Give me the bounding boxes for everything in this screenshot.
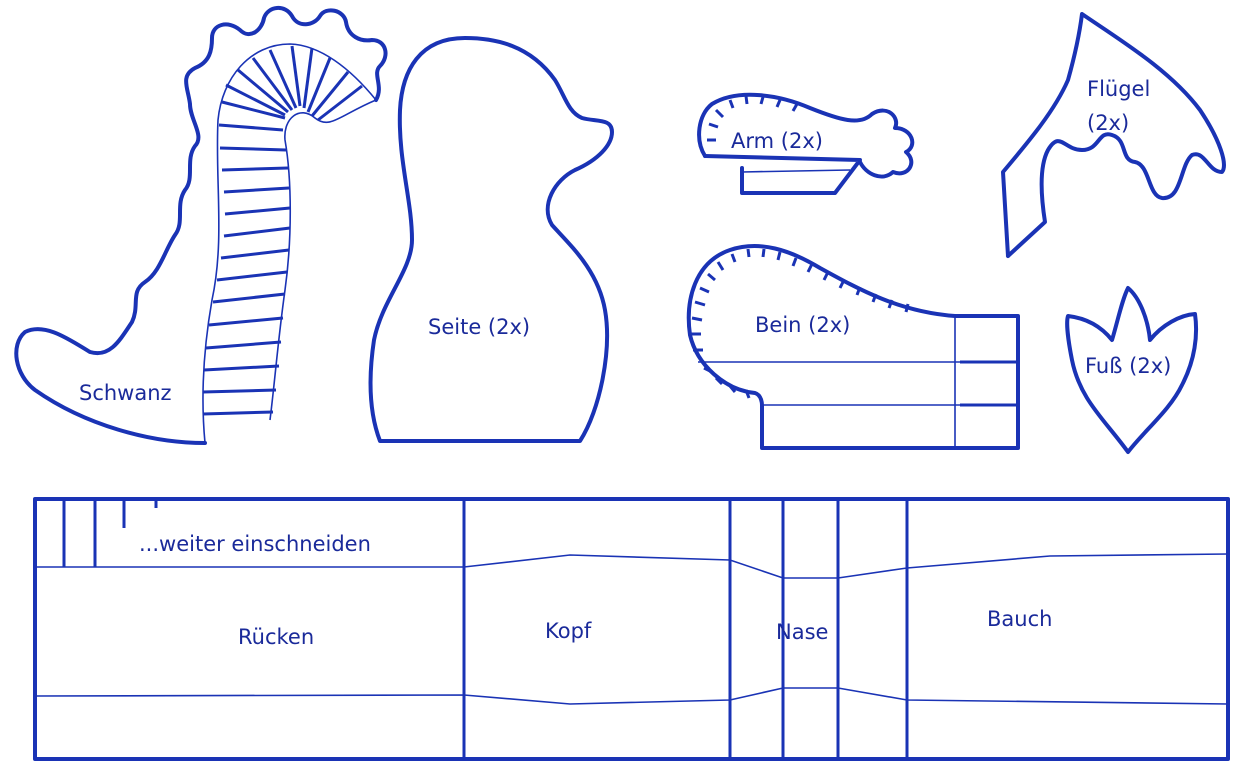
arm-stitch-marks — [707, 95, 799, 142]
cut-note-label: ...weiter einschneiden — [139, 532, 371, 556]
belly-label: Bauch — [987, 607, 1052, 631]
strip-upper-seam — [35, 553, 1229, 579]
strip-lower-seam — [34, 687, 1229, 705]
arm-outline — [697, 92, 915, 179]
body-strip-outline — [33, 497, 1230, 761]
leg-piece: Bein (2x) — [686, 244, 1020, 450]
wing-label-line2: (2x) — [1087, 111, 1129, 135]
tail-outline — [14, 6, 388, 445]
arm-piece: Arm (2x) — [697, 92, 915, 195]
back-label: Rücken — [238, 625, 314, 649]
arm-sleeve-outline — [703, 154, 862, 195]
leg-label: Bein (2x) — [755, 313, 850, 337]
nose-label: Nase — [776, 620, 828, 644]
wing-outline — [1001, 12, 1226, 258]
foot-outline — [1065, 286, 1199, 454]
wing-piece: Flügel (2x) — [1001, 12, 1226, 258]
leg-outline — [686, 244, 1020, 450]
tail-inner-edge — [202, 43, 377, 444]
head-label: Kopf — [545, 619, 592, 643]
side-label: Seite (2x) — [428, 315, 530, 339]
leg-stitch-marks — [691, 248, 910, 399]
foot-label: Fuß (2x) — [1085, 354, 1171, 378]
arm-label: Arm (2x) — [731, 129, 823, 153]
wing-label-line1: Flügel — [1087, 77, 1150, 101]
side-piece: Seite (2x) — [368, 36, 614, 443]
tail-spine-edge — [269, 99, 377, 421]
side-outline — [368, 36, 614, 443]
tail-piece: Schwanz — [14, 6, 388, 445]
tail-label: Schwanz — [79, 381, 172, 405]
foot-piece: Fuß (2x) — [1065, 286, 1199, 454]
tail-cut-lines — [202, 45, 363, 416]
body-strip: ...weiter einschneiden Rücken Kopf Nase … — [33, 497, 1230, 761]
